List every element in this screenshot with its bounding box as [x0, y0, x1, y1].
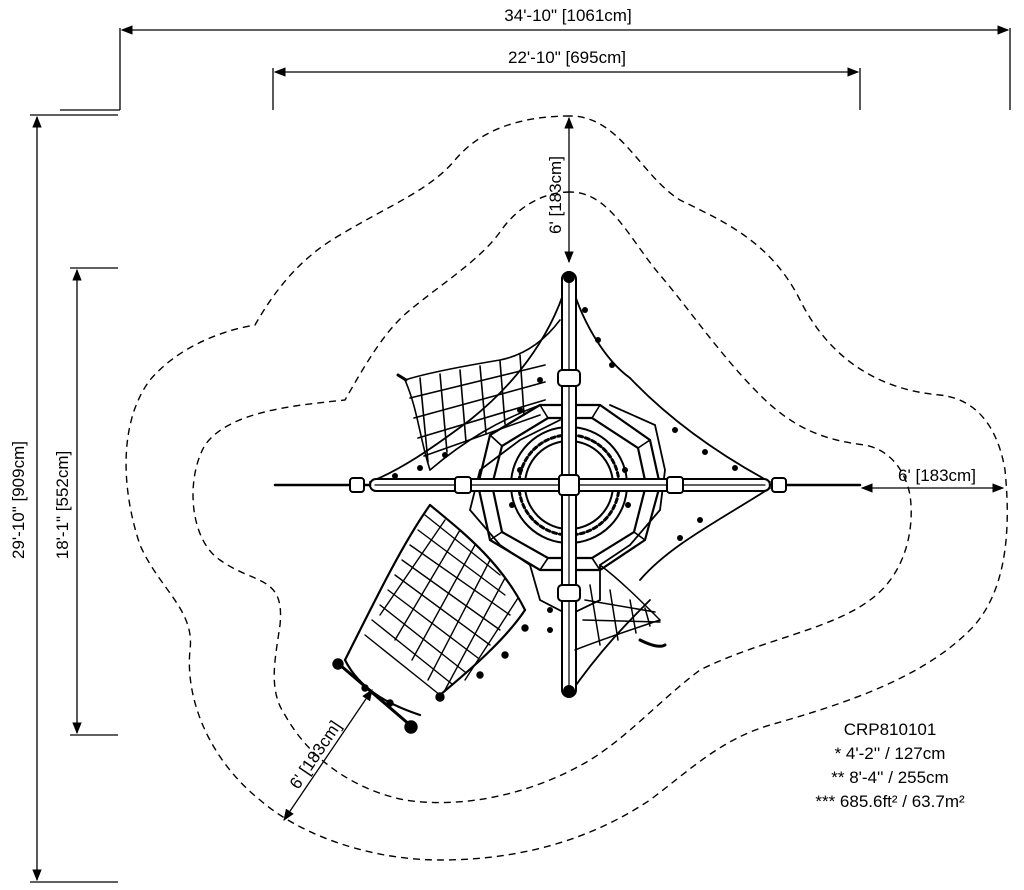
- lower-left-cargo-net: [332, 503, 529, 734]
- equipment-length-dimension: [70, 267, 118, 736]
- lower-right-net: [574, 564, 667, 651]
- outer-use-zone-boundary: [125, 115, 1008, 861]
- lower-left-clearance-dimension: [283, 689, 373, 821]
- lower-left-clearance-label: 6' [183cm]: [286, 717, 345, 792]
- overall-length-label: 29'-10" [909cm]: [9, 441, 28, 559]
- overall-width-dimension: [60, 25, 1011, 111]
- use-zone-area-spec: *** 685.6ft² / 63.7m²: [815, 792, 965, 811]
- right-clearance-label: 6' [183cm]: [898, 466, 976, 485]
- equipment-width-label: 22'-10" [695cm]: [508, 48, 626, 67]
- deck-spokes: [489, 404, 651, 571]
- model-number: CRP810101: [843, 720, 937, 739]
- beam-joints: [349, 369, 787, 602]
- fall-height-spec: ** 8'-4'' / 255cm: [831, 768, 949, 787]
- height-spec: * 4'-2'' / 127cm: [834, 744, 946, 763]
- overall-width-label: 34'-10" [1061cm]: [504, 6, 631, 25]
- overall-length-dimension: [30, 114, 118, 883]
- inner-use-zone-boundary: [192, 191, 912, 804]
- top-clearance-label: 6' [183cm]: [546, 156, 565, 234]
- upper-left-cargo-net: [396, 319, 561, 471]
- rope-chain-beads: [392, 307, 738, 633]
- equipment-length-label: 18'-1" [552cm]: [53, 451, 72, 560]
- climbing-structure: [273, 271, 862, 734]
- product-spec-legend: CRP810101 * 4'-2'' / 127cm ** 8'-4'' / 2…: [790, 718, 990, 814]
- equipment-width-dimension: [272, 67, 861, 110]
